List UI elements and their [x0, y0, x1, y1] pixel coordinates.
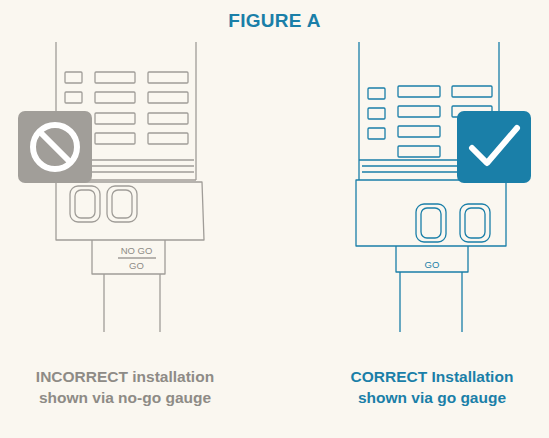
figure-title: FIGURE A: [0, 10, 549, 32]
ban-badge: [18, 111, 92, 183]
incorrect-fitting: [56, 42, 204, 332]
caption-text: INCORRECT installation shown via no-go g…: [19, 366, 231, 408]
caption-text: CORRECT Installation shown via go gauge: [332, 366, 532, 408]
gauge-marking: GO: [108, 260, 165, 271]
gauge-marking: NO GO: [108, 245, 165, 256]
gauge-marking: GO: [404, 259, 460, 270]
check-badge: [457, 111, 531, 183]
correct-fitting: [356, 42, 506, 332]
